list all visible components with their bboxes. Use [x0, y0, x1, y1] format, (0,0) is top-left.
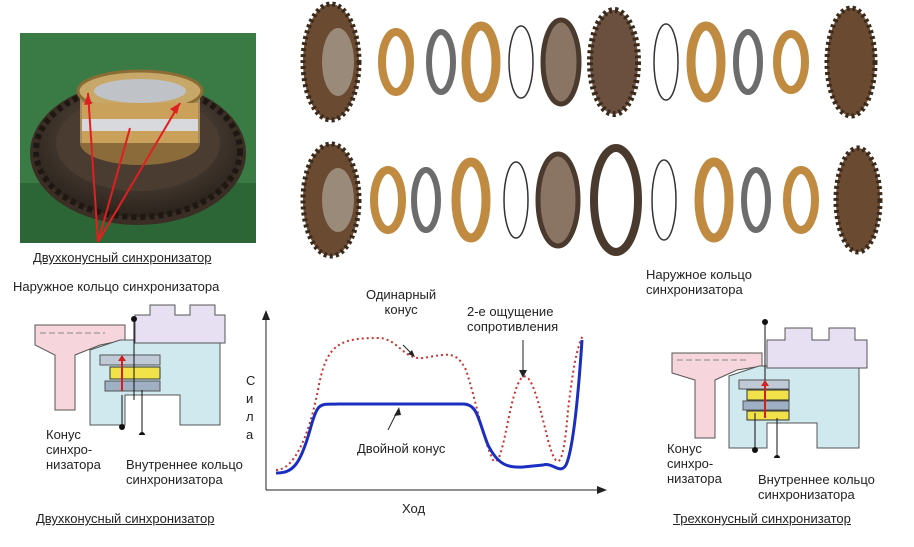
inner-ring-label-double: Внутреннее кольцо синхронизатора [126, 457, 243, 487]
triple-cone-diagram [671, 319, 868, 458]
cone-label-triple: Конус синхро- низатора [667, 441, 722, 486]
double-cone-label: Двойной конус [357, 441, 446, 456]
double-cone-diagram [34, 304, 226, 435]
exploded-row-bottom [300, 141, 883, 259]
graph-xlabel: Ход [402, 501, 426, 516]
double-cone-caption: Двухконусный синхронизатор [36, 511, 215, 526]
graph-ylabel: Сила [246, 373, 256, 442]
exploded-row-top [300, 1, 878, 123]
cone-label-double: Конус синхро- низатора [46, 427, 101, 472]
outer-ring-label-double: Наружное кольцо синхронизатора [13, 279, 220, 294]
exploded-view-photo [300, 1, 883, 259]
synchronizer-photo [20, 33, 256, 243]
inner-ring-label-triple: Внутреннее кольцо синхронизатора [758, 472, 875, 502]
single-cone-label: Одинарный конус [366, 287, 437, 317]
triple-cone-caption: Трехконусный синхронизатор [673, 511, 851, 526]
outer-ring-label-top: Наружное кольцо синхронизатора [646, 267, 752, 297]
double-cone-curve [275, 339, 584, 475]
second-feel-label: 2-е ощущение сопротивления [467, 304, 559, 334]
force-stroke-graph [262, 310, 607, 494]
photo-caption: Двухконусный синхронизатор [33, 250, 212, 265]
